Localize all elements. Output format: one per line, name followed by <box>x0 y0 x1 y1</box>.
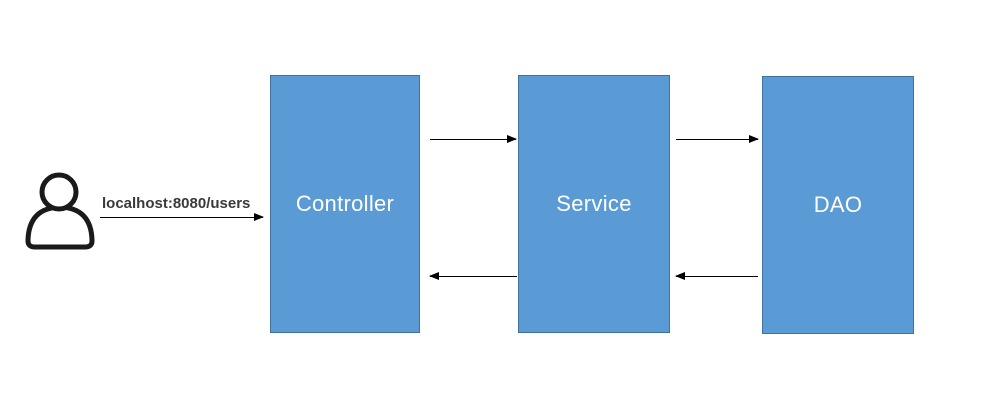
request-url-label: localhost:8080/users <box>102 195 251 212</box>
box-service: Service <box>518 75 670 333</box>
user-icon <box>25 172 95 250</box>
arrow-dao-to-service <box>675 271 758 280</box>
arrow-service-to-controller <box>429 271 517 280</box>
box-service-label: Service <box>556 191 632 216</box>
box-controller: Controller <box>270 75 420 333</box>
user-body-shape <box>25 204 95 250</box>
arrow-controller-to-service <box>430 134 517 143</box>
box-controller-label: Controller <box>295 191 395 216</box>
user-head-shape <box>39 172 79 212</box>
box-dao-label: DAO <box>813 192 863 217</box>
arrow-service-to-dao <box>676 134 759 143</box>
arrow-user-to-controller <box>100 212 264 221</box>
box-dao: DAO <box>762 76 914 334</box>
